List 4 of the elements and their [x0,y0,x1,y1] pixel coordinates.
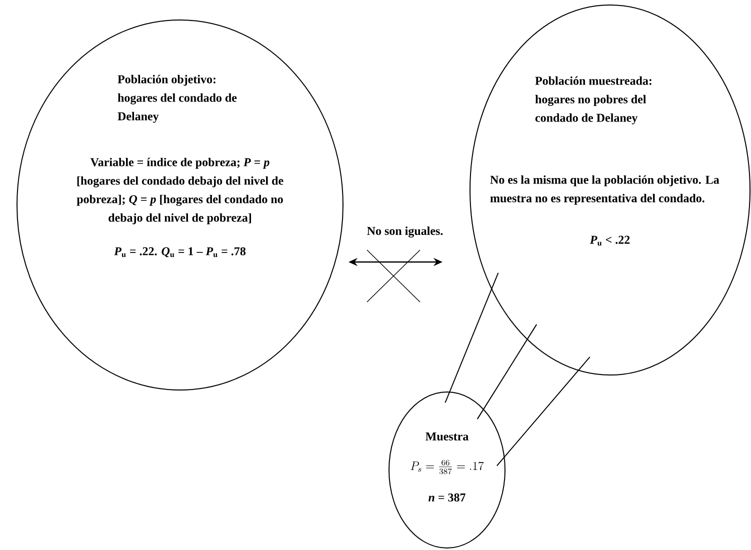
connector-line [444,272,499,404]
note-text: No son iguales. [367,226,443,238]
connector-line [496,356,590,466]
connector-line [476,324,538,420]
